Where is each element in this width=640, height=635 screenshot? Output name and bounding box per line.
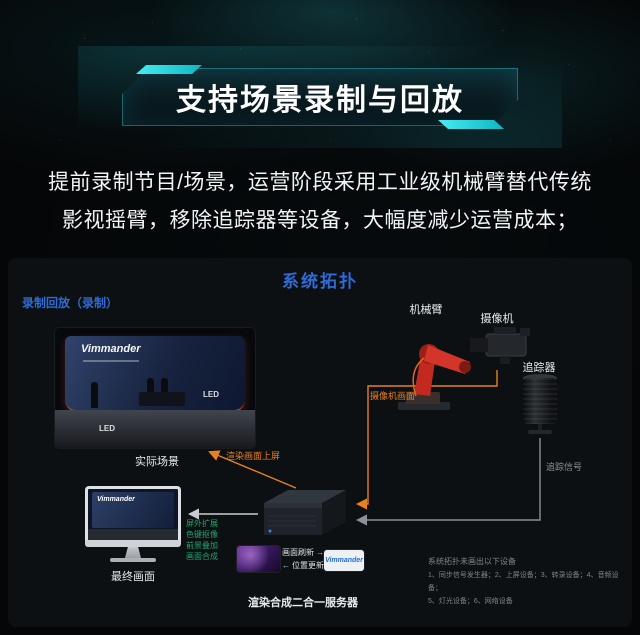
render-system-thumbnail <box>237 546 280 572</box>
feature-item: 屏外扩展 <box>186 519 218 528</box>
studio-floor <box>55 410 255 448</box>
composite-feature-list: 屏外扩展 色键抠像 前景叠加 画面合成 <box>186 518 218 562</box>
monitor-scene-floor <box>88 529 178 540</box>
person-silhouette <box>161 378 168 392</box>
arrow-render-to-screen <box>208 450 297 489</box>
robot-arm-illustration <box>398 344 471 410</box>
tracker-base <box>528 430 552 434</box>
monitor-scene-wall <box>92 492 174 528</box>
server-illustration <box>264 490 346 535</box>
led-label: LED <box>203 390 219 399</box>
flow-arrows <box>187 370 541 526</box>
scene-brand-tagline <box>83 360 139 362</box>
arrow-tracking-signal <box>355 438 541 526</box>
frame-refresh-row: 画面刷新 → <box>282 547 324 558</box>
banner-corner-accent-top-left <box>136 65 202 74</box>
position-update-row: ← 位置更新 <box>282 560 324 571</box>
real-scene-photo: Vimmander LED LED <box>55 328 255 448</box>
tracker-stem <box>538 424 542 430</box>
arrow-left-icon: ← <box>282 560 290 570</box>
flow-label-tracking-signal: 追踪信号 <box>546 462 583 472</box>
led-label: LED <box>99 424 115 433</box>
diagram-title: 系统拓扑 <box>282 272 358 291</box>
excluded-devices-note: 系统拓扑未画出以下设备 1、同步信号发生器；2、上屏设备；3、转录设备；4、音频… <box>428 555 632 608</box>
scene-brand-logo: Vimmander <box>81 343 141 355</box>
tracker-illustration <box>522 374 558 434</box>
monitor-base <box>110 558 156 562</box>
title-banner: 支持场景录制与回放 <box>78 46 562 148</box>
note-line-2: 5、灯光设备；6、网络设备 <box>428 598 513 605</box>
tracker-caption: 追踪器 <box>522 362 556 374</box>
position-update-label: 位置更新 <box>292 561 324 570</box>
page-title: 支持场景录制与回放 <box>176 84 464 117</box>
note-line-1: 1、同步信号发生器；2、上屏设备；3、转录设备；4、音频设备； <box>428 572 619 592</box>
arrow-right-icon: → <box>316 547 324 557</box>
flow-label-camera-feed: 摄像机画面 <box>370 391 416 401</box>
intro-line-1: 提前录制节目/场景，运营阶段采用工业级机械臂替代传统 <box>48 171 592 194</box>
intro-text: 提前录制节目/场景，运营阶段采用工业级机械臂替代传统 影视摇臂，移除追踪器等设备… <box>0 164 640 240</box>
monitor-illustration: Vimmander <box>85 486 181 562</box>
mode-label: 录制回放（录制） <box>22 296 119 310</box>
person-silhouette <box>91 382 98 408</box>
monitor-chin <box>85 540 181 547</box>
feature-item: 前景叠加 <box>186 541 218 550</box>
title-banner-shape <box>122 68 518 126</box>
topology-panel: 系统拓扑 录制回放（录制） <box>8 258 632 627</box>
note-title: 系统拓扑未画出以下设备 <box>428 557 516 566</box>
feature-item: 色键抠像 <box>186 530 218 539</box>
tracker-body <box>523 378 557 424</box>
arrow-camera-feed <box>355 370 498 510</box>
real-scene-caption: 实际场景 <box>135 456 179 468</box>
robot-arm-caption: 机械臂 <box>409 304 443 316</box>
camera-illustration <box>466 327 530 364</box>
final-frame-caption: 最终画面 <box>111 571 155 583</box>
monitor-stand <box>125 547 141 558</box>
person-silhouette <box>147 378 154 392</box>
composite-system-thumbnail: Vimmander <box>324 550 364 571</box>
feature-item: 画面合成 <box>186 552 218 561</box>
camera-caption: 摄像机 <box>480 313 514 325</box>
intro-line-2: 影视摇臂，移除追踪器等设备，大幅度减少运营成本； <box>62 209 578 232</box>
monitor-screen: Vimmander <box>85 486 181 540</box>
composite-brand-logo: Vimmander <box>325 557 363 564</box>
banner-corner-accent-bottom-right <box>438 120 504 129</box>
background-particles <box>0 0 1 1</box>
studio-desk <box>139 392 185 406</box>
server-caption: 渲染合成二合一服务器 <box>248 597 358 609</box>
frame-refresh-label: 画面刷新 <box>282 548 314 557</box>
flow-label-render-to-screen: 渲染画面上屏 <box>226 451 281 461</box>
monitor-brand-logo: Vimmander <box>97 496 135 503</box>
